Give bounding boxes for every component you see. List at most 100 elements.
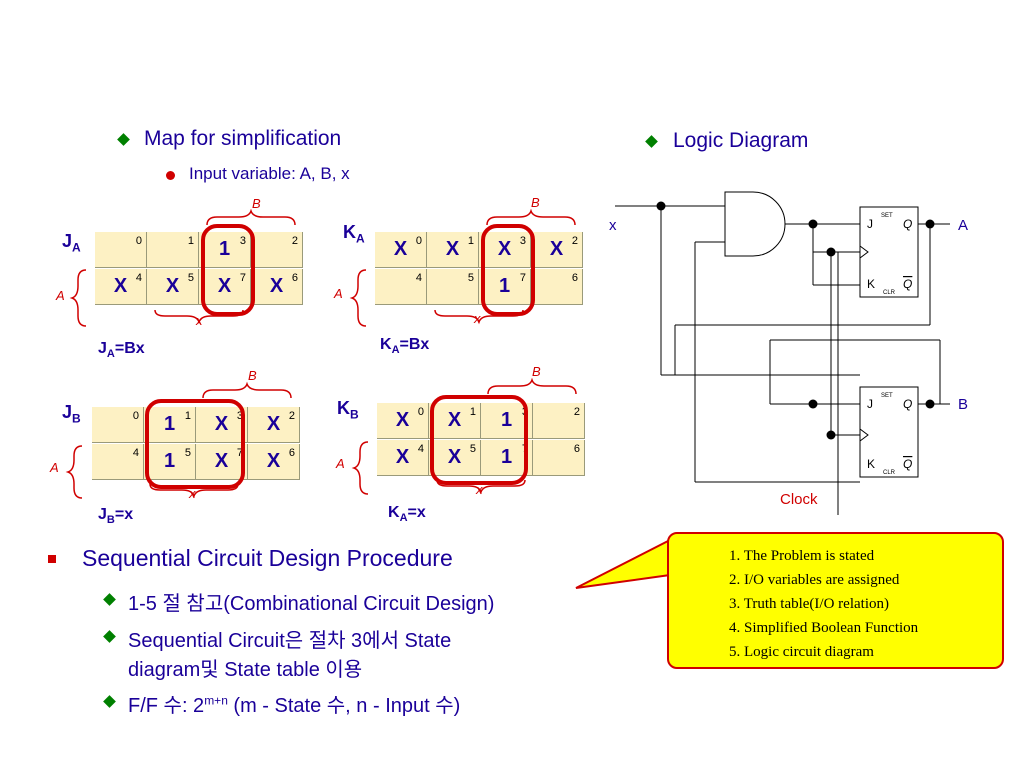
- cell-index: 5: [467, 272, 474, 284]
- callout-line: 4. Simplified Boolean Function: [729, 620, 919, 636]
- cell-value: 1: [500, 446, 513, 468]
- square-bullet-icon: [48, 555, 56, 563]
- output-b-label: B: [958, 396, 968, 413]
- map-heading: Map for simplification: [144, 127, 342, 150]
- ja-a-label: A: [56, 288, 65, 303]
- cell-index: 2: [573, 406, 580, 418]
- brace: [486, 208, 576, 226]
- ff-a-q-label: Q: [903, 217, 912, 231]
- cell-index: 1: [467, 235, 474, 247]
- kb-label: KB: [337, 398, 359, 422]
- callout-line: 3. Truth table(I/O relation): [729, 596, 889, 612]
- ja-label: JA: [62, 231, 81, 255]
- cell-value: 1: [163, 450, 176, 472]
- flip-flop-a: [859, 206, 919, 298]
- ka-a-label: A: [334, 286, 343, 301]
- cell-value: X: [497, 238, 512, 260]
- cell-index: 1: [187, 235, 194, 247]
- and-gate: [724, 191, 786, 257]
- ja-equation: JA=Bx: [98, 340, 145, 361]
- cell-value: X: [266, 450, 281, 472]
- cell-index: 4: [135, 272, 142, 284]
- ka-group-loop: [481, 224, 535, 316]
- ff-a-j-label: J: [867, 217, 873, 231]
- cell-value: X: [445, 238, 460, 260]
- ff-b-j-label: J: [867, 397, 873, 411]
- jb-b-label: B: [248, 368, 257, 383]
- brace: [487, 377, 577, 395]
- cell-index: 4: [132, 447, 139, 459]
- ff-b-qbar-label: Q: [903, 457, 912, 471]
- brace: [349, 269, 367, 327]
- cell-value: X: [395, 446, 410, 468]
- cell-value: X: [217, 275, 232, 297]
- brace: [202, 381, 292, 399]
- kmap-cell: 6: [531, 269, 583, 305]
- clock-label: Clock: [780, 491, 818, 508]
- ff-b-k-label: K: [867, 457, 875, 471]
- cell-value: X: [549, 238, 564, 260]
- cell-index: 3: [239, 235, 246, 247]
- cell-value: X: [266, 413, 281, 435]
- callout-line: 1. The Problem is stated: [729, 548, 875, 564]
- input-variable-text: Input variable: A, B, x: [189, 164, 350, 183]
- dot-bullet-icon: [166, 171, 175, 180]
- cell-value: X: [395, 409, 410, 431]
- cell-value: X: [214, 450, 229, 472]
- cell-value: 1: [163, 413, 176, 435]
- cell-index: 4: [415, 272, 422, 284]
- cell-value: 1: [218, 238, 231, 260]
- cell-index: 7: [519, 272, 526, 284]
- ja-group-loop: [201, 224, 255, 316]
- jb-a-label: A: [50, 460, 59, 475]
- cell-value: 1: [498, 275, 511, 297]
- cell-index: 2: [291, 235, 298, 247]
- procedure-item: Sequential Circuit은 절차 3에서 State: [128, 630, 452, 652]
- ka-b-label: B: [531, 195, 540, 210]
- kb-group-loop: [430, 395, 528, 485]
- kmap-cell: 6: [533, 440, 585, 476]
- brace: [206, 208, 296, 226]
- jb-group-loop: [145, 399, 245, 489]
- jb-label: JB: [62, 402, 81, 426]
- ff-a-qbar-label: Q: [903, 277, 912, 291]
- procedure-item-cont: diagram및 State table 이용: [128, 659, 363, 681]
- cell-index: 5: [184, 447, 191, 459]
- cell-value: X: [447, 409, 462, 431]
- brace: [65, 445, 83, 499]
- ff-b-set-label: SET: [881, 393, 893, 399]
- cell-value: X: [165, 275, 180, 297]
- cell-index: 3: [519, 235, 526, 247]
- logic-circuit: J K Q Q SET CLR J K Q Q SET CLR x A B Cl…: [609, 191, 968, 515]
- ff-b-clr-label: CLR: [883, 470, 896, 476]
- input-x-label: x: [609, 217, 617, 234]
- cell-value: X: [214, 413, 229, 435]
- cell-index: 0: [417, 406, 424, 418]
- ff-a-clr-label: CLR: [883, 290, 896, 296]
- cell-value: X: [447, 446, 462, 468]
- ff-a-k-label: K: [867, 277, 875, 291]
- ja-b-label: B: [252, 196, 261, 211]
- kmap-cell: 4: [92, 444, 144, 480]
- kmap-cell: 2: [251, 232, 303, 268]
- cell-index: 0: [135, 235, 142, 247]
- cell-index: 0: [415, 235, 422, 247]
- ff-a-set-label: SET: [881, 213, 893, 219]
- ff-count-text: F/F 수: 2m+n (m - State 수, n - Input 수): [128, 693, 461, 717]
- kmap-cell: 0: [92, 407, 144, 443]
- cell-index: 6: [571, 272, 578, 284]
